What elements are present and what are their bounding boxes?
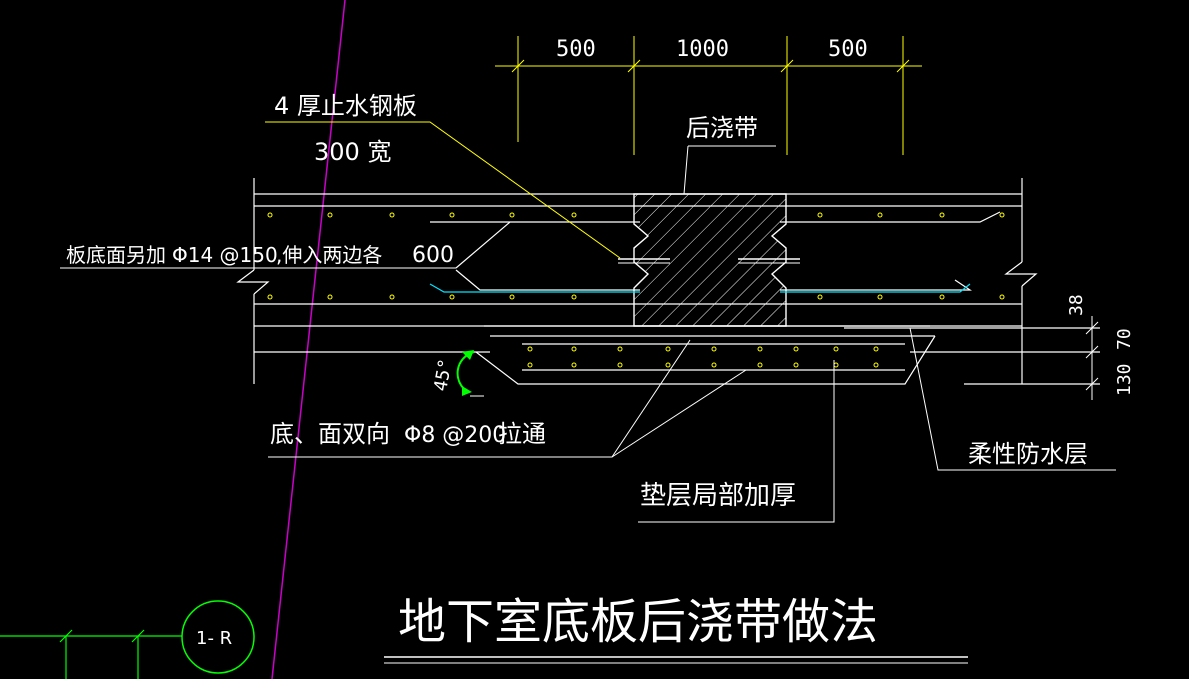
rebar-dot — [389, 212, 395, 218]
rebar-dot — [571, 212, 577, 218]
label-two-way-c: 拉通 — [498, 420, 546, 448]
rebar-dot — [833, 362, 839, 368]
grid-bubble — [181, 600, 255, 674]
rebar-dot — [757, 346, 763, 352]
rebar-dot — [711, 346, 717, 352]
rebar-dot — [617, 362, 623, 368]
label-steel-plate: 4 厚止水钢板 — [274, 92, 417, 120]
label-post-pour-strip: 后浇带 — [686, 114, 758, 142]
rebar-dot — [999, 294, 1005, 300]
rebar-dot — [873, 346, 879, 352]
rebar-dot — [571, 362, 577, 368]
rebar-dot — [267, 212, 273, 218]
rebar-dot — [527, 362, 533, 368]
post-pour-strip — [618, 193, 800, 327]
rebar-dot — [999, 212, 1005, 218]
angle-marker — [456, 350, 484, 397]
dim-38: 38 — [1066, 294, 1087, 316]
label-flex-waterproof: 柔性防水层 — [968, 440, 1088, 468]
leader-lines — [60, 121, 1116, 523]
rebar-dot — [877, 212, 883, 218]
rebar-dot — [939, 294, 945, 300]
rebar-dot — [817, 294, 823, 300]
label-extra-rebar-c: ,伸入两边各 — [276, 243, 382, 267]
grid-axis-lines — [0, 629, 182, 679]
label-two-way-a: 底、面双向 — [270, 420, 390, 448]
label-steel-plate-width: 300 宽 — [314, 138, 391, 166]
rebar-dot — [617, 346, 623, 352]
rebar-dot — [571, 346, 577, 352]
rebar-dot — [793, 362, 799, 368]
dim-500-right: 500 — [828, 37, 868, 62]
label-extra-rebar-d: 600 — [412, 243, 454, 268]
dim-130: 130 — [1114, 363, 1135, 396]
rebar-dot — [711, 362, 717, 368]
dim-70: 70 — [1114, 328, 1135, 350]
rebar-dot — [665, 346, 671, 352]
rebar-dot — [571, 294, 577, 300]
rebar-dot — [877, 294, 883, 300]
angle-label: 45° — [430, 357, 456, 393]
rebar-dots — [267, 212, 1005, 368]
label-two-way-b: Φ8 @200 — [404, 423, 506, 448]
additional-rebars — [430, 211, 1001, 291]
main-title: 地下室底板后浇带做法 — [398, 594, 878, 650]
rebar-dot — [449, 294, 455, 300]
cushion-thickening — [475, 335, 936, 385]
label-extra-rebar-b: Φ14 @150 — [172, 243, 278, 267]
label-cushion-thicken: 垫层局部加厚 — [640, 481, 796, 511]
rebar-dot — [939, 212, 945, 218]
axis-line — [271, 0, 346, 679]
rebar-dot — [267, 294, 273, 300]
dim-1000: 1000 — [676, 37, 729, 62]
rebar-dot — [873, 362, 879, 368]
rebar-dot — [389, 294, 395, 300]
rebar-dot — [509, 294, 515, 300]
rebar-dot — [327, 212, 333, 218]
rebar-dot — [833, 346, 839, 352]
rebar-dot — [449, 212, 455, 218]
right-dimension — [1085, 316, 1099, 400]
cyan-rebar — [429, 283, 971, 293]
rebar-dot — [665, 362, 671, 368]
rebar-dot — [509, 212, 515, 218]
rebar-dot — [527, 346, 533, 352]
rebar-dot — [327, 294, 333, 300]
rebar-dot — [793, 346, 799, 352]
top-dimension — [495, 36, 922, 155]
dim-500-left: 500 — [556, 37, 596, 62]
rebar-dot — [757, 362, 763, 368]
rebar-dot — [817, 212, 823, 218]
grid-bubble-label: 1- R — [196, 628, 232, 649]
label-extra-rebar-a: 板底面另加 — [66, 243, 166, 267]
